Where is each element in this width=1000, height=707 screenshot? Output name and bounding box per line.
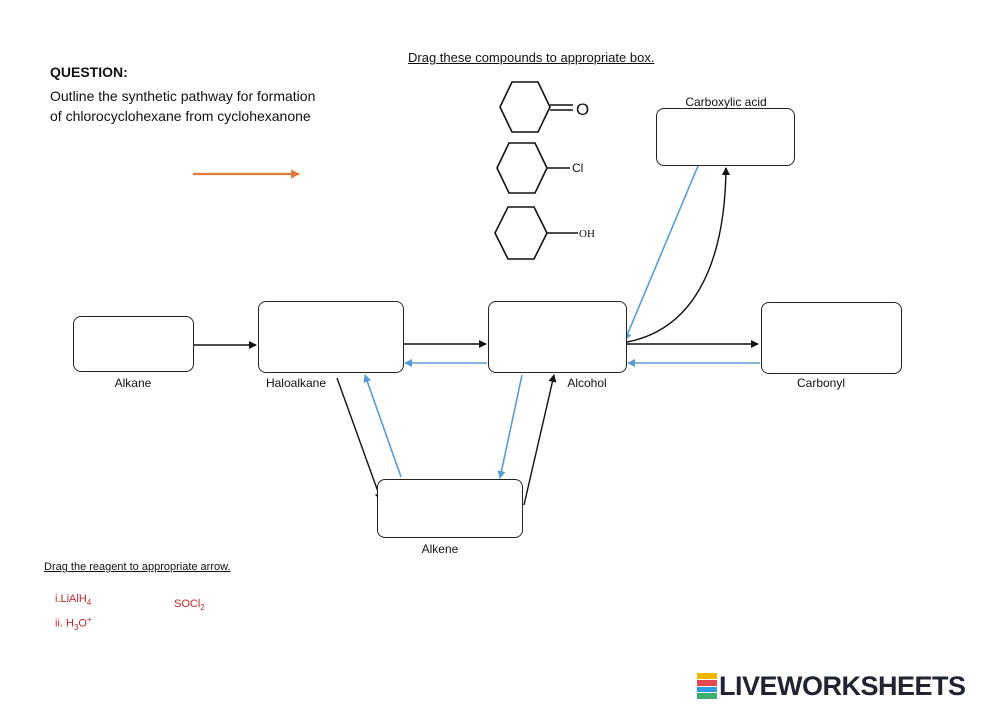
- arrow-alkene-to-alcohol[interactable]: [523, 374, 557, 506]
- reagent-step-2: ii. H3O+: [55, 615, 92, 633]
- arrow-alcohol-to-alkene[interactable]: [497, 374, 523, 479]
- logo-stripe: [697, 679, 717, 686]
- alkane-dropbox[interactable]: [73, 316, 194, 372]
- compound-cyclohexanone[interactable]: O: [490, 78, 600, 138]
- brand-text: LIVEWORKSHEETS: [719, 671, 966, 701]
- arrow-alcohol-to-carboxylic-acid[interactable]: [626, 167, 730, 343]
- question-text: Outline the synthetic pathway for format…: [50, 86, 370, 126]
- reagents-instruction: Drag the reagent to appropriate arrow.: [44, 561, 231, 573]
- arrow-alkene-to-haloalkane[interactable]: [363, 374, 402, 478]
- logo-stripe: [697, 673, 717, 679]
- question-title: QUESTION:: [50, 64, 128, 80]
- reagent-lialh4-h3o[interactable]: i.LiAlH4 ii. H3O+: [55, 593, 92, 632]
- arrow-haloalkane-to-alkene[interactable]: [336, 377, 383, 501]
- liveworksheets-brand: LIVEWORKSHEETS: [697, 672, 966, 700]
- alkene-dropbox[interactable]: [377, 479, 523, 538]
- hydroxyl-label: OH: [579, 228, 595, 240]
- chlorine-label: Cl: [572, 161, 583, 175]
- compound-cyclohexanol[interactable]: OH: [488, 203, 608, 263]
- carboxylic-acid-dropbox[interactable]: [656, 108, 795, 166]
- reagent-step-1: i.LiAlH4: [55, 593, 92, 608]
- liveworksheets-logo-icon: [697, 673, 717, 699]
- haloalkane-label: Haloalkane: [265, 376, 327, 390]
- carbonyl-label: Carbonyl: [796, 376, 846, 390]
- compounds-instruction: Drag these compounds to appropriate box.: [408, 50, 655, 65]
- compound-chlorocyclohexane[interactable]: Cl: [490, 139, 600, 199]
- haloalkane-dropbox[interactable]: [258, 301, 404, 373]
- alcohol-dropbox[interactable]: [488, 301, 627, 373]
- alcohol-label: Alcohol: [567, 376, 607, 390]
- logo-stripe: [697, 693, 717, 699]
- cyclohexane-ring-icon: [496, 142, 548, 194]
- carbonyl-oxygen-label: O: [576, 100, 589, 119]
- question-line-1: Outline the synthetic pathway for format…: [50, 88, 316, 104]
- cyclohexane-ring-icon: [494, 206, 548, 260]
- arrow-carboxylic-acid-to-alcohol[interactable]: [624, 165, 699, 341]
- carboxylic-acid-label: Carboxylic acid: [685, 95, 767, 109]
- alkene-label: Alkene: [421, 542, 459, 556]
- question-line-2: of chlorocyclohexane from cyclohexanone: [50, 108, 311, 124]
- carbonyl-dropbox[interactable]: [761, 302, 902, 374]
- alkane-label: Alkane: [114, 376, 152, 390]
- logo-stripe: [697, 686, 717, 693]
- reagent-socl2[interactable]: SOCl2: [174, 598, 205, 613]
- cyclohexane-ring-icon: [499, 81, 551, 133]
